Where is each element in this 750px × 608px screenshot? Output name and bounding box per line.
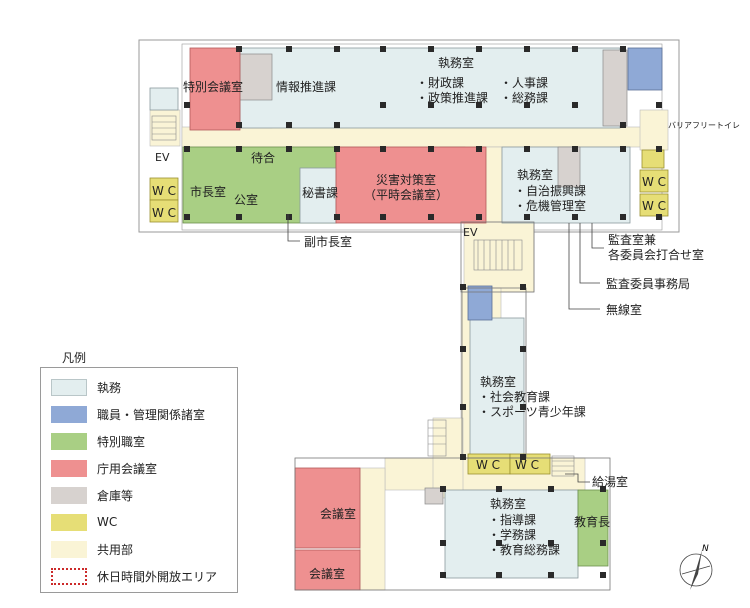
callout-kansa-iin: 監査委員事務局	[606, 276, 690, 291]
legend: 執務 職員・管理関係諸室 特別職室 庁用会議室 倉庫等 WC 共用部 休日時間外…	[40, 367, 238, 593]
callout-lines	[287, 214, 604, 483]
legend-label: 共用部	[97, 542, 134, 557]
label-kyoiku-somu: ・教育総務課	[488, 542, 560, 557]
legend-swatch	[51, 540, 87, 558]
label-wc-mid-1: W C	[476, 458, 500, 472]
label-wc-east-2: W C	[642, 199, 666, 213]
label-gakumu: ・学務課	[488, 527, 536, 542]
label-jichi-shinko: ・自治振興課	[514, 183, 586, 198]
label-kyoikucho: 教育長	[574, 514, 610, 529]
label-tokubetsu-kaigishitsu: 特別会議室	[183, 79, 243, 94]
legend-swatch	[51, 567, 87, 585]
label-somuka: ・総務課	[500, 90, 548, 105]
label-kaigishitsu-1: 会議室	[320, 506, 356, 521]
callout-musenshitsu: 無線室	[606, 302, 642, 317]
label-shakai-kyoiku: ・社会教育課	[478, 389, 550, 404]
legend-swatch	[51, 486, 87, 504]
legend-label: 休日時間外開放エリア	[97, 569, 218, 584]
label-kaigishitsu-2: 会議室	[309, 566, 345, 581]
label-shitsumushitsu-bottom: 執務室	[490, 496, 526, 511]
legend-swatch	[51, 432, 87, 450]
label-ev-west: EV	[155, 151, 170, 164]
legend-label: 職員・管理関係諸室	[97, 407, 206, 422]
compass-arrow-icon	[690, 550, 702, 590]
legend-swatch	[51, 513, 87, 531]
label-wc-west-1: W C	[152, 184, 176, 198]
label-heiji-kaigi: （平時会議室）	[364, 187, 448, 202]
label-shitsumushitsu-top: 執務室	[438, 55, 474, 70]
label-ev-center: EV	[463, 226, 478, 239]
label-wc-mid-2: W C	[515, 458, 539, 472]
label-koshitsu: 公室	[234, 192, 258, 207]
legend-item-office: 執務	[51, 378, 121, 396]
callout-labels: 副市長室 監査室兼 各委員会打合せ室 監査委員事務局 無線室 給湯室	[304, 232, 704, 489]
legend-label: 庁用会議室	[97, 461, 158, 476]
office-areas	[149, 47, 631, 579]
label-wc-west-2: W C	[152, 206, 176, 220]
label-sports-seishonen: ・スポーツ青少年課	[478, 404, 586, 419]
label-shitsumushitsu-middle: 執務室	[480, 374, 516, 389]
conference-areas	[189, 47, 487, 591]
label-shido: ・指導課	[488, 512, 536, 527]
legend-title: 凡例	[62, 351, 87, 365]
label-kiki-kanri: ・危機管理室	[514, 198, 586, 213]
label-seisaku-suishin: ・政策推進課	[416, 90, 488, 105]
label-jinjika: ・人事課	[500, 75, 548, 90]
compass-north: N	[702, 544, 709, 554]
legend-label: 倉庫等	[97, 488, 134, 503]
callout-kyutoshitsu: 給湯室	[592, 474, 628, 489]
structural-columns	[184, 46, 662, 578]
legend-item-wc: WC	[51, 513, 117, 531]
legend-label: 特別職室	[97, 434, 146, 449]
building-outline-lower	[294, 221, 611, 591]
label-zaiseika: ・財政課	[416, 75, 464, 90]
legend-item-staff-rooms: 職員・管理関係諸室	[51, 405, 205, 423]
legend-swatch	[51, 405, 87, 423]
label-machiai: 待合	[251, 150, 275, 165]
legend-label: WC	[97, 515, 118, 529]
legend-item-conference: 庁用会議室	[51, 459, 157, 477]
legend-swatch	[51, 459, 87, 477]
legend-item-storage: 倉庫等	[51, 486, 133, 504]
label-saigai-taisaku: 災害対策室	[376, 172, 436, 187]
legend-item-special-rooms: 特別職室	[51, 432, 145, 450]
label-wc-east-1: W C	[642, 175, 666, 189]
legend-swatch	[51, 378, 87, 396]
callout-kansa-line2: 各委員会打合せ室	[608, 247, 704, 262]
room-labels: 特別会議室 情報推進課 執務室 ・財政課 ・政策推進課 ・人事課 ・総務課 バリ…	[152, 55, 740, 581]
hishoka-area	[299, 167, 337, 224]
label-shitsumushitsu-east: 執務室	[517, 167, 553, 182]
label-barrier-free-toilet: バリアフリートイレ	[668, 121, 740, 130]
callout-fukushichoshitsu: 副市長室	[304, 234, 352, 249]
label-hishoka: 秘書課	[302, 185, 338, 200]
north-compass: N	[679, 544, 713, 590]
legend-label: 執務	[97, 380, 122, 395]
label-shichoshitsu: 市長室	[190, 184, 226, 199]
label-joho-suishin: 情報推進課	[276, 79, 336, 94]
legend-item-common: 共用部	[51, 540, 133, 558]
callout-kansa-line1: 監査室兼	[608, 232, 656, 247]
legend-item-open-area: 休日時間外開放エリア	[51, 567, 217, 585]
stairs	[151, 115, 575, 477]
compass-circle	[679, 553, 713, 587]
